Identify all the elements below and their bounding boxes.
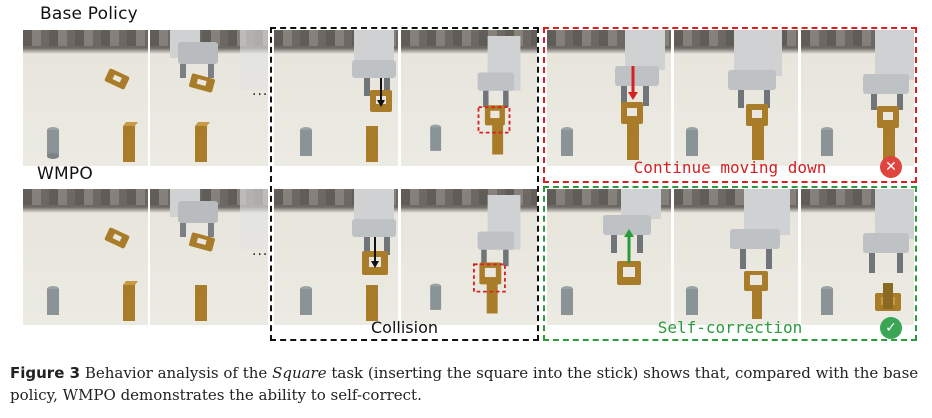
- frame-collision-wmpo-2: [401, 189, 537, 325]
- frame-base-1: [23, 30, 148, 166]
- frame-collision-wmpo-1: [274, 189, 398, 325]
- frame-selfcorr-2: [674, 189, 798, 325]
- frame-base-2: [150, 30, 268, 166]
- frame-selfcorr-1: [547, 189, 671, 325]
- frame-selfcorr-3: [801, 189, 914, 325]
- frame-wmpo-2: [150, 189, 268, 325]
- collision-box: [270, 27, 539, 341]
- frame-wmpo-1: [23, 189, 148, 325]
- caption-text-after: task (inserting the square into the stic…: [10, 364, 919, 404]
- cross-circle-icon: ✕: [880, 156, 902, 178]
- continue-moving-down-label: Continue moving down: [633, 158, 827, 177]
- figure-caption: Figure 3 Behavior analysis of the Square…: [10, 362, 925, 406]
- frame-continue-1: [547, 30, 671, 166]
- frame-continue-3: [801, 30, 914, 166]
- figure-label: Figure 3: [10, 364, 81, 382]
- self-correction-box: [543, 186, 917, 341]
- frame-collision-base-1: [274, 30, 398, 166]
- collision-label: Collision: [370, 318, 438, 337]
- row-label-base-policy: Base Policy: [40, 4, 138, 24]
- caption-text-before: Behavior analysis of the: [84, 364, 268, 382]
- ellipsis-bottom: ...: [252, 243, 269, 259]
- check-circle-icon: ✓: [880, 317, 902, 339]
- ellipsis-top: ...: [252, 83, 269, 99]
- caption-task-name: Square: [272, 364, 327, 382]
- continue-down-box: [543, 27, 917, 183]
- self-correction-label: Self-correction: [657, 318, 803, 337]
- frame-continue-2: [674, 30, 798, 166]
- row-label-wmpo: WMPO: [37, 164, 93, 184]
- frame-collision-base-2: [401, 30, 537, 166]
